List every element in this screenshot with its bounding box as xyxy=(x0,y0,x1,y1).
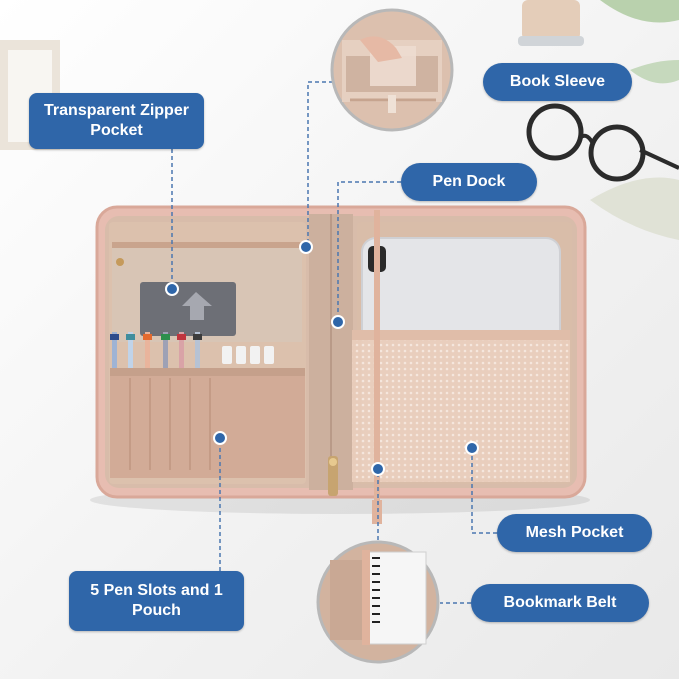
callout-label: 5 Pen Slots and 1 Pouch xyxy=(90,582,223,619)
callout-label: Pen Dock xyxy=(432,173,506,190)
callout-label: Book Sleeve xyxy=(509,73,606,90)
plant-leaves-icon xyxy=(590,0,679,240)
callout-label: Bookmark Belt xyxy=(503,594,617,611)
pen-slot-pouch xyxy=(110,368,305,478)
spool-icon xyxy=(518,0,584,46)
bookmark-belt-zoom xyxy=(316,540,440,664)
callout-label: Transparent Zipper Pocket xyxy=(44,102,189,139)
leader-lines xyxy=(171,81,497,604)
callout-label: Mesh Pocket xyxy=(525,524,624,541)
transparent-zipper-pocket xyxy=(112,242,302,342)
mesh-pocket xyxy=(352,330,570,482)
bookmark-belt xyxy=(372,210,382,524)
callout-markers xyxy=(165,240,479,476)
callout-bookmark-belt: Bookmark Belt xyxy=(471,584,649,622)
callout-pen-slots: 5 Pen Slots and 1 Pouch xyxy=(69,571,244,631)
callout-book-sleeve: Book Sleeve xyxy=(483,63,632,101)
glasses-icon xyxy=(526,103,679,182)
book-sleeve-zoom xyxy=(330,8,454,132)
callout-pen-dock: Pen Dock xyxy=(401,163,537,201)
pens xyxy=(110,332,274,390)
callout-transparent-zipper-pocket: Transparent Zipper Pocket xyxy=(29,93,204,149)
zipper-pull xyxy=(328,456,338,496)
callout-mesh-pocket: Mesh Pocket xyxy=(497,514,652,552)
